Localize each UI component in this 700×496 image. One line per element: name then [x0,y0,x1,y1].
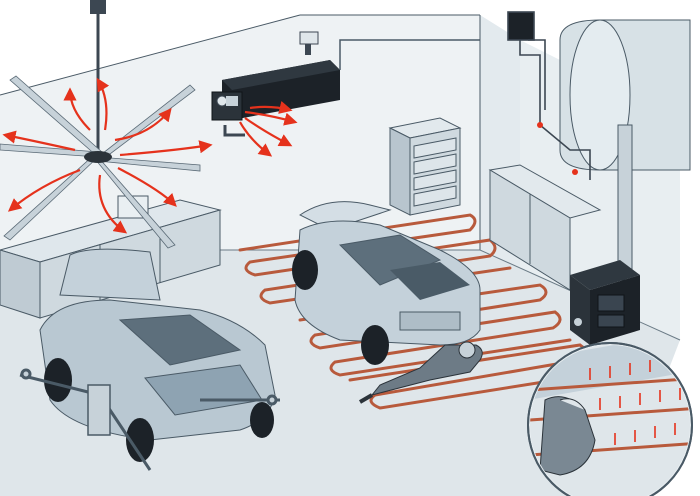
stove-icon [570,124,640,345]
cabinet-icon [388,117,462,216]
lift-icon [19,368,280,471]
car-icon-compact [292,201,481,365]
fuel-piping [507,11,591,180]
oil-heater-icon [211,31,480,137]
fan-airflow-arrows [2,77,213,234]
heater-airflow-arrows [239,101,298,157]
magnifier-icon [527,342,693,496]
tank-icon [559,19,691,171]
mechanic-icon [358,341,483,404]
